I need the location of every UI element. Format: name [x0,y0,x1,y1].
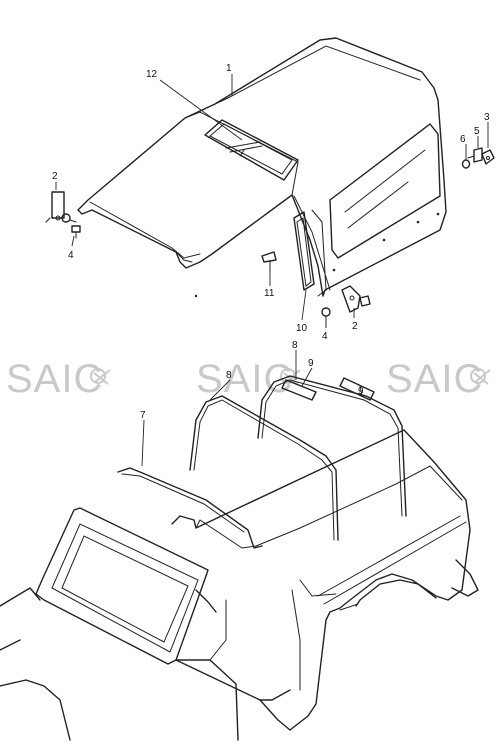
callout-9-right: 9 [358,386,364,397]
watermark-text: SAIC [6,357,103,401]
vehicle-body [0,429,479,741]
mount-dot [332,268,336,272]
callout-8-rear: 8 [292,340,298,351]
bolt-left [61,213,81,239]
callout-9-left: 9 [308,358,314,369]
screw-11 [261,251,277,273]
callout-labels: 1 12 2 4 3 5 6 11 10 4 2 8 8 9 9 7 [52,63,490,421]
watermark-text: SAIC [386,357,483,401]
callout-2-left: 2 [52,171,58,182]
watermark-left: SAIC [6,357,111,401]
watermark-logo-icon [90,368,111,385]
callout-12: 12 [146,69,158,80]
fastener-5 [467,147,483,163]
mount-dot [436,212,440,216]
watermark-right: SAIC [386,357,491,401]
mount-dot [416,220,420,224]
mount-dot [382,238,386,242]
watermark-text: SAIC [196,357,293,401]
callout-4-left: 4 [68,250,74,261]
callout-3: 3 [484,112,490,123]
leader-lines [55,74,489,467]
callout-5: 5 [474,126,480,137]
watermark-center: SAIC [196,357,301,401]
fastener-6 [461,159,471,169]
callout-8-front: 8 [226,370,232,381]
callout-2-right: 2 [352,321,358,332]
callout-10: 10 [296,323,308,334]
fastener-3 [481,149,495,165]
pillar-trim [293,209,327,297]
watermark-logo-icon [470,368,491,385]
callout-11: 11 [264,288,275,299]
callout-6: 6 [460,134,466,145]
callout-1: 1 [226,63,232,74]
bracket-left [45,191,65,223]
bracket-right [341,285,371,313]
front-window-glass [204,119,299,181]
mount-dot [194,294,198,298]
callout-7: 7 [140,410,146,421]
callout-4-right: 4 [322,331,328,342]
soft-top-bows [117,375,407,549]
